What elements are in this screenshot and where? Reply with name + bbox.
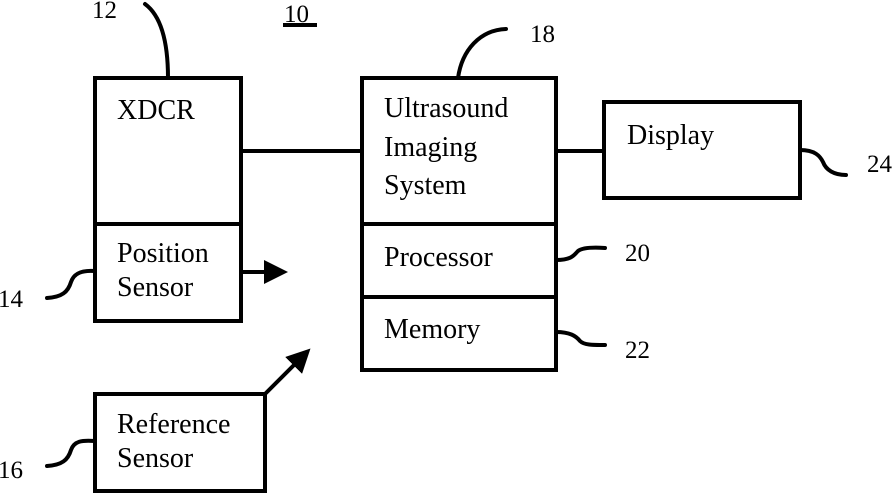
xdcr-label: XDCR	[117, 95, 195, 126]
xdcr-lead-line	[145, 4, 168, 78]
memory-lead-line	[556, 332, 605, 345]
reference-sensor-label-line1: Reference	[117, 409, 230, 440]
processor-label: Processor	[384, 242, 494, 273]
ultrasound-system-ref-number: 18	[530, 21, 555, 48]
position-sensor-label-line2: Sensor	[117, 272, 194, 303]
memory-label: Memory	[384, 314, 480, 345]
position-sensor-ref-number: 14	[0, 286, 24, 313]
reference-sensor-label-line2: Sensor	[117, 443, 194, 474]
position-sensor-label-line1: Position	[117, 238, 209, 269]
position-sensor-lead-line	[47, 271, 95, 298]
ultrasound-system-label-line3: System	[384, 170, 467, 201]
reference-sensor-lead-line	[47, 441, 95, 466]
memory-ref-number: 22	[625, 337, 650, 364]
processor-lead-line	[556, 248, 605, 260]
ultrasound-system-lead-line	[458, 29, 506, 78]
display-lead-line	[800, 150, 846, 175]
display-label: Display	[627, 120, 714, 151]
xdcr-ref-number: 12	[92, 0, 117, 24]
reference-sensor-ref-number: 16	[0, 457, 23, 484]
ultrasound-system-label-line2: Imaging	[384, 132, 477, 163]
processor-ref-number: 20	[625, 240, 650, 267]
reference-sensor-arrow	[265, 357, 302, 394]
display-ref-number: 24	[867, 151, 893, 178]
ultrasound-system-label-line1: Ultrasound	[384, 93, 508, 124]
